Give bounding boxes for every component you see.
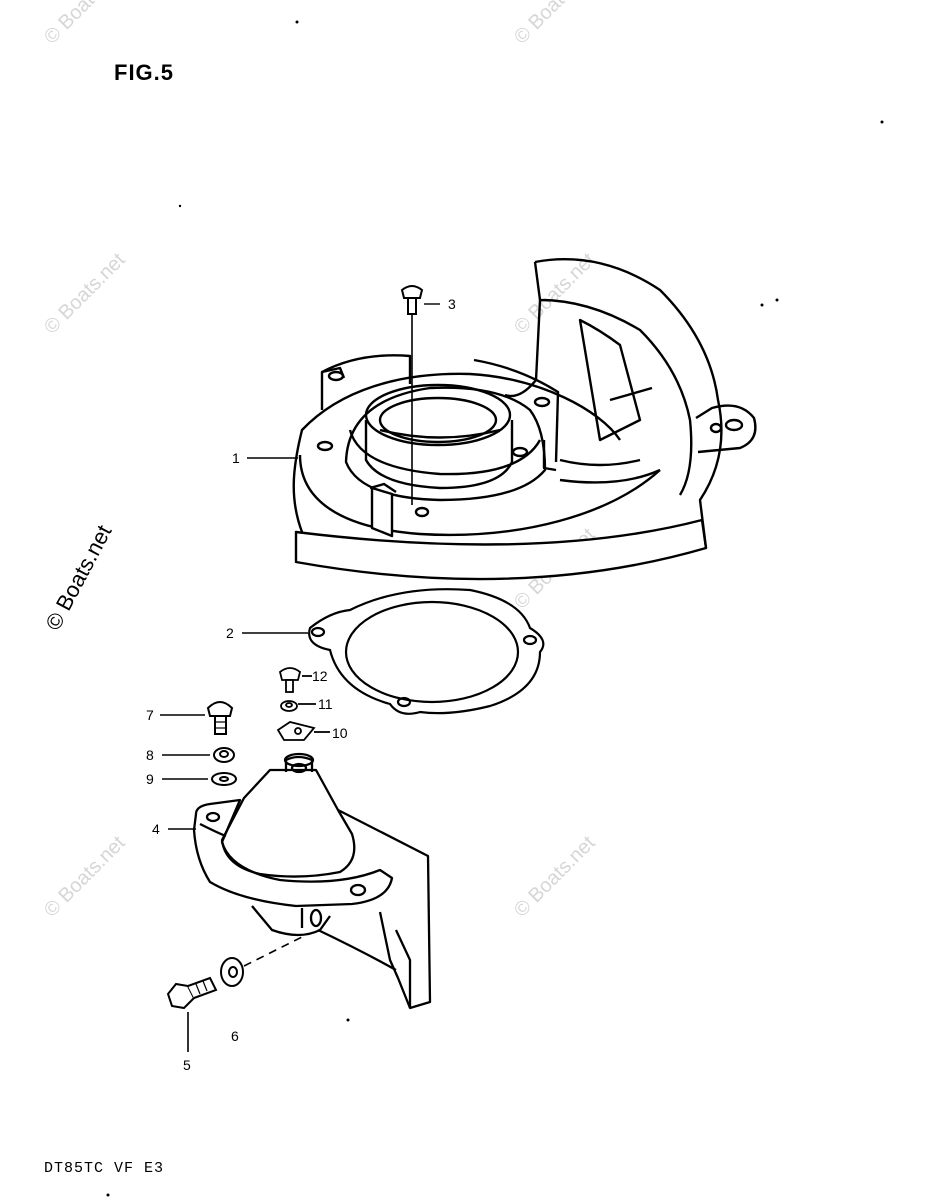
callout-number: 5 <box>183 1057 191 1073</box>
figure-title: FIG.5 <box>114 60 175 85</box>
part-4-mount <box>192 752 432 1010</box>
watermark-text: © Boats.net <box>40 249 130 339</box>
callout-number: 2 <box>226 625 234 641</box>
scan-specks <box>106 20 884 1197</box>
part-2-gasket <box>308 588 545 715</box>
part-8-spring-washer <box>213 747 235 763</box>
watermark-text: © Boats.net <box>510 0 600 49</box>
callout-number: 7 <box>146 707 154 723</box>
watermark-text-dark: © Boats.net <box>40 521 116 635</box>
watermark-text: © Boats.net <box>510 249 600 339</box>
part-7-bolt <box>206 701 234 735</box>
part-12-screw <box>278 667 312 693</box>
part-11-nut <box>280 700 316 712</box>
callout-number: 10 <box>332 725 348 741</box>
part-1-lower-cover <box>292 258 757 581</box>
part-5-bolt <box>166 976 218 1010</box>
model-code: DT85TC VF E3 <box>44 1160 165 1177</box>
part-3-screw <box>400 285 440 505</box>
callout-number: 4 <box>152 821 160 837</box>
assembly-dashed-line <box>243 935 305 967</box>
callout-number: 12 <box>312 668 328 684</box>
callout-number: 6 <box>231 1028 239 1044</box>
callout-number: 3 <box>448 296 456 312</box>
part-6-washer <box>220 957 244 987</box>
callout-number: 8 <box>146 747 154 763</box>
watermark-text: © Boats.net <box>40 832 130 922</box>
callout-number: 9 <box>146 771 154 787</box>
watermark-text: © Boats.net <box>510 832 600 922</box>
callout-number: 1 <box>232 450 240 466</box>
callout-number: 11 <box>318 696 333 712</box>
part-9-washer <box>211 772 237 786</box>
part-10-clip <box>276 721 330 741</box>
watermark-text: © Boats.net <box>40 0 130 49</box>
